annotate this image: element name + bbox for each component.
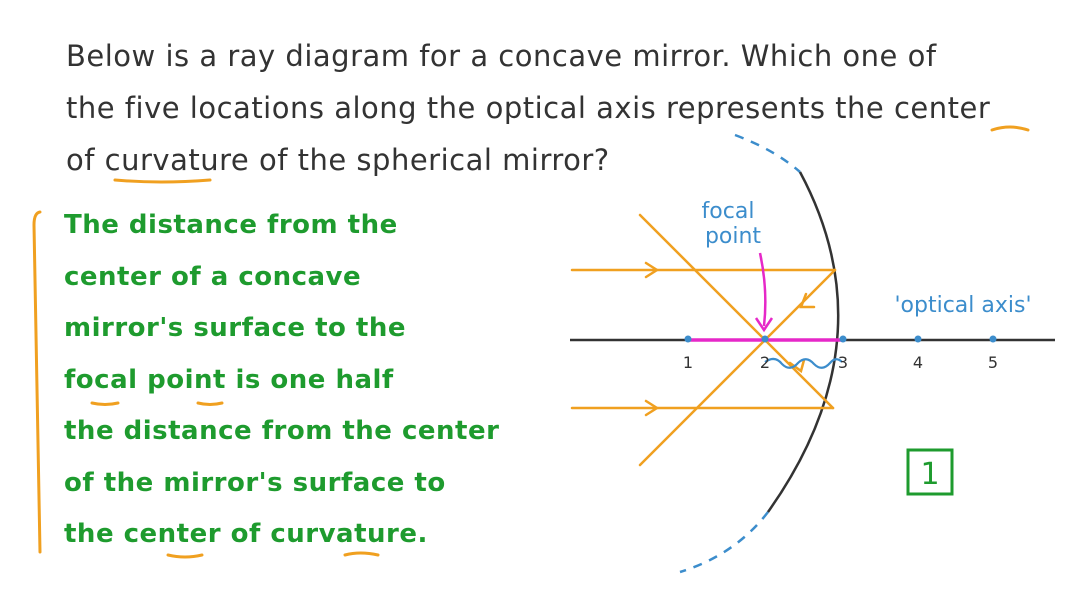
point-label-4: 4 [913, 353, 923, 372]
explanation-line-4: focal point is one half [64, 364, 394, 395]
underline-center-2 [166, 553, 204, 559]
point-1-dot [684, 335, 692, 343]
question-text: Below is a ray diagram for a concave mir… [66, 30, 1076, 186]
reflected-ray-bottom [638, 213, 835, 410]
mirror-circle-extension-bottom [679, 511, 769, 574]
explanation-line-6: of the mirror's surface to [64, 467, 446, 498]
axis-points [684, 335, 997, 343]
underline-point [196, 401, 224, 406]
underline-curvature-2 [343, 551, 380, 557]
point-label-5: 5 [988, 353, 998, 372]
explanation-line-3: mirror's surface to the [64, 313, 406, 343]
explanation-line-7: the center of curvature. [64, 519, 428, 549]
point-3-dot [839, 335, 847, 343]
focal-point-arrowhead [754, 317, 774, 333]
focal-point-label-line-1: focal [702, 199, 755, 224]
answer-value: 1 [920, 457, 939, 492]
underline-focal [90, 401, 120, 406]
point-2-dot [761, 335, 769, 343]
optical-axis-label: 'optical axis' [894, 293, 1031, 318]
focal-point-label-line-2: point [705, 224, 761, 249]
wavy-annotation [764, 357, 843, 369]
explanation-line-1: The distance from the [64, 210, 398, 240]
mirror-circle-extension-top [734, 133, 801, 173]
explanation-bracket [32, 210, 42, 554]
question-line-2: the five locations along the optical axi… [66, 91, 991, 125]
focal-point-arrow [758, 252, 767, 327]
explanation-text: The distance from the center of a concav… [64, 200, 544, 561]
explanation-line-5: the distance from the center [64, 416, 500, 446]
answer-box [906, 448, 954, 496]
question-line-3: of curvature of the spherical mirror? [66, 143, 610, 177]
ray-arrow-1 [644, 261, 660, 279]
question-line-1: Below is a ray diagram for a concave mir… [66, 39, 937, 73]
ray-arrow-3 [799, 292, 816, 309]
point-label-3: 3 [838, 353, 848, 372]
point-label-1: 1 [683, 353, 693, 372]
point-5-dot [989, 335, 997, 343]
underline-center [990, 125, 1030, 132]
ray-arrow-2 [644, 399, 660, 417]
underline-curvature [113, 178, 212, 184]
explanation-line-2: center of a concave [64, 261, 362, 292]
point-4-dot [914, 335, 922, 343]
reflected-ray-top [638, 268, 837, 467]
light-rays [570, 213, 837, 467]
point-label-2: 2 [760, 353, 770, 372]
concave-mirror [766, 171, 840, 513]
